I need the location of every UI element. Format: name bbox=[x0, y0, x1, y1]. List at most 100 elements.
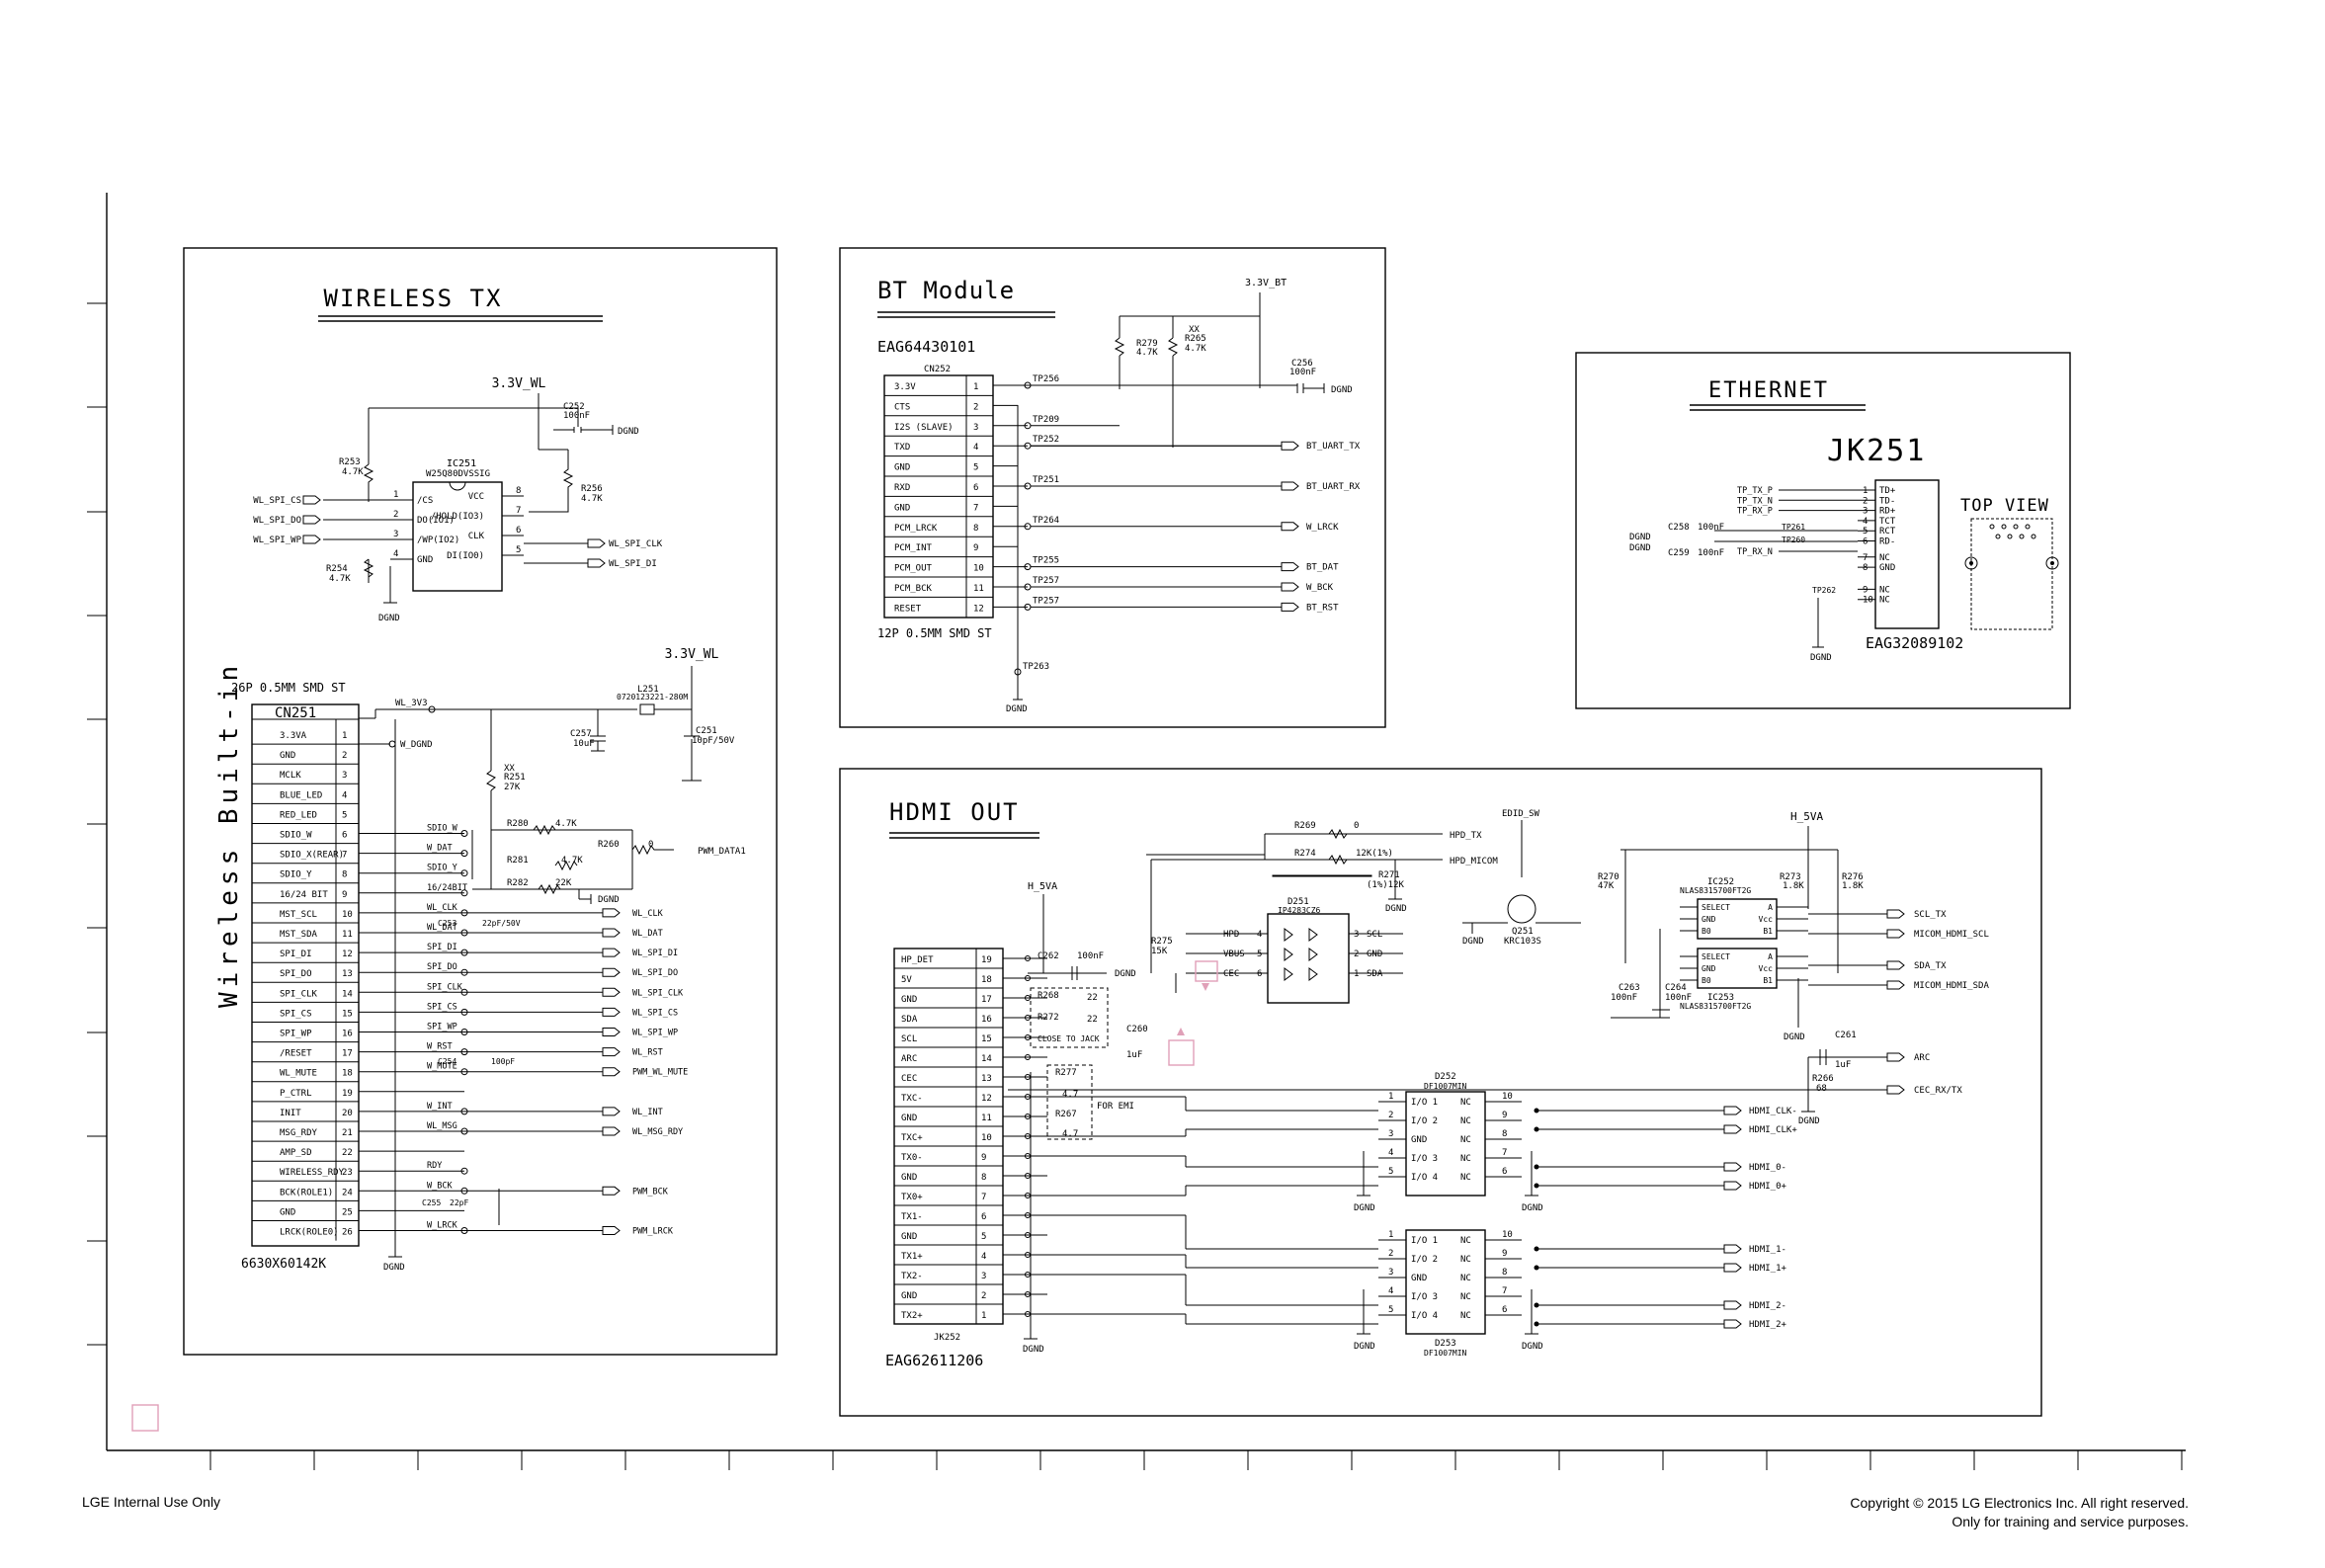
cn251-pin-name: WIRELESS_RDY bbox=[280, 1168, 345, 1178]
hdmi-pin-name: SCL bbox=[901, 1034, 917, 1044]
sheet-frame bbox=[87, 193, 2186, 1470]
cn251-pin-num: 1 bbox=[342, 731, 347, 741]
svg-text:DGND: DGND bbox=[618, 427, 639, 437]
svg-text:CN251: CN251 bbox=[275, 705, 316, 721]
eth-net-label: TP_RX_P bbox=[1737, 507, 1773, 517]
svg-text:DGND: DGND bbox=[1462, 937, 1484, 947]
d251-pin-name: SCL bbox=[1367, 930, 1382, 940]
cn251-out-label: WL_SPI_CLK bbox=[632, 988, 684, 998]
svg-text:26P 0.5MM SMD ST: 26P 0.5MM SMD ST bbox=[231, 681, 346, 695]
ic251-pin-name: CLK bbox=[468, 532, 485, 541]
hdmi-pin-num: 9 bbox=[981, 1153, 986, 1163]
esd-pin-nc: NC bbox=[1460, 1292, 1471, 1302]
hdmi-pin-name: TX0- bbox=[901, 1153, 923, 1163]
switch-pin-left: B0 bbox=[1702, 976, 1711, 985]
svg-text:22: 22 bbox=[1087, 1015, 1098, 1025]
svg-text:1.8K: 1.8K bbox=[1842, 881, 1864, 891]
bt-pin-name: GND bbox=[894, 503, 910, 513]
cn251-pin-name: GND bbox=[280, 751, 295, 761]
svg-text:C259: C259 bbox=[1668, 548, 1690, 558]
hdmi-pin-num: 12 bbox=[981, 1094, 992, 1104]
hdmi-tmds-out: HDMI_0- bbox=[1749, 1163, 1786, 1173]
d251-pin-name: CEC bbox=[1223, 969, 1239, 979]
cn251-net-label: W_RST bbox=[427, 1042, 453, 1052]
eth-pin-name: GND bbox=[1879, 563, 1895, 573]
svg-text:R254: R254 bbox=[326, 564, 348, 574]
cn251-pin-num: 11 bbox=[342, 930, 353, 940]
svg-text:HPD_MICOM: HPD_MICOM bbox=[1450, 857, 1498, 867]
cn251-pin-name: GND bbox=[280, 1207, 295, 1217]
svg-text:DF1007MIN: DF1007MIN bbox=[1424, 1082, 1467, 1091]
esd-pin-name: I/O 2 bbox=[1411, 1255, 1438, 1265]
svg-text:R270: R270 bbox=[1598, 872, 1619, 882]
bt-testpoint: TP256 bbox=[1033, 374, 1059, 384]
svg-text:R265: R265 bbox=[1185, 334, 1206, 344]
svg-text:TOP VIEW: TOP VIEW bbox=[1960, 496, 2049, 516]
esd-pin-num: 7 bbox=[1502, 1148, 1507, 1158]
bt-pin-name: PCM_INT bbox=[894, 543, 933, 553]
svg-text:PWM_DATA1: PWM_DATA1 bbox=[698, 847, 746, 857]
esd-pin-nc: NC bbox=[1460, 1311, 1471, 1321]
bt-module-section: BT Module EAG64430101 CN252 12P 0.5MM SM… bbox=[839, 247, 1386, 728]
esd-pin-name: I/O 4 bbox=[1411, 1173, 1438, 1183]
d251-pin-num: 3 bbox=[1354, 930, 1359, 940]
hdmi-pin-name: GND bbox=[901, 1173, 917, 1183]
svg-text:C260: C260 bbox=[1126, 1025, 1148, 1034]
svg-text:4.7K: 4.7K bbox=[1136, 348, 1158, 358]
switch-pin-right: Vcc bbox=[1759, 964, 1774, 973]
cn251-power-network: WL_3V3 L251 0720123221-280M C251 10pF/50… bbox=[359, 666, 746, 1273]
cn251-out-label: PWM_LRCK bbox=[632, 1227, 674, 1237]
svg-text:1.8K: 1.8K bbox=[1783, 881, 1804, 891]
esd-pin-num: 3 bbox=[1388, 1268, 1393, 1278]
svg-text:TP262: TP262 bbox=[1812, 586, 1836, 595]
bt-testpoint: TP251 bbox=[1033, 475, 1059, 485]
bt-pin-num: 5 bbox=[973, 463, 978, 473]
cn251-pin-name: SPI_DO bbox=[280, 969, 312, 979]
esd-pin-name: I/O 1 bbox=[1411, 1098, 1438, 1108]
svg-text:68: 68 bbox=[1816, 1084, 1827, 1094]
cn251-pin-num: 18 bbox=[342, 1069, 353, 1079]
footer-copyright-line2: Only for training and service purposes. bbox=[1951, 1514, 2189, 1529]
bt-out-label: BT_UART_RX bbox=[1306, 482, 1361, 492]
svg-text:R268: R268 bbox=[1038, 991, 1059, 1001]
cn251-pin-num: 10 bbox=[342, 910, 353, 920]
svg-text:10uF: 10uF bbox=[573, 739, 595, 749]
svg-text:4.7: 4.7 bbox=[1062, 1090, 1078, 1100]
ic251-pin-num: 4 bbox=[393, 549, 398, 559]
svg-text:100nF: 100nF bbox=[1698, 523, 1724, 533]
svg-text:EDID_SW: EDID_SW bbox=[1502, 809, 1540, 819]
hdmi-ctrl-out: SDA_TX bbox=[1914, 961, 1947, 971]
hdmi-tmds-out: HDMI_2+ bbox=[1749, 1320, 1787, 1330]
cn251-pin-num: 19 bbox=[342, 1089, 353, 1099]
cn251-net-label: SPI_DI bbox=[427, 943, 457, 952]
d251-pin-name: SDA bbox=[1367, 969, 1383, 979]
svg-text:CN252: CN252 bbox=[924, 365, 951, 374]
svg-text:JK252: JK252 bbox=[934, 1333, 960, 1343]
d251-pin-num: 1 bbox=[1354, 969, 1359, 979]
cn251-pin-num: 8 bbox=[342, 870, 347, 880]
ic251-pin-name: /CS bbox=[417, 496, 433, 506]
hdmi-pin-name: CEC bbox=[901, 1074, 917, 1084]
svg-text:R256: R256 bbox=[581, 484, 603, 494]
cn251-out-label: PWM_WL_MUTE bbox=[632, 1068, 688, 1078]
esd-pin-num: 1 bbox=[1388, 1092, 1393, 1102]
bt-pin-num: 2 bbox=[973, 402, 978, 412]
svg-text:C253: C253 bbox=[438, 919, 457, 928]
hdmi-pin-name: TX1+ bbox=[901, 1252, 923, 1262]
cn251-pin-name: WL_MUTE bbox=[280, 1069, 317, 1079]
switch-pin-right: B1 bbox=[1763, 927, 1773, 936]
svg-text:R274: R274 bbox=[1294, 849, 1316, 859]
cn251-pin-name: MSG_RDY bbox=[280, 1128, 318, 1138]
svg-text:R253: R253 bbox=[339, 457, 361, 467]
bt-pin-name: TXD bbox=[894, 443, 910, 453]
hdmi-tmds-out: HDMI_CLK+ bbox=[1749, 1125, 1797, 1135]
svg-text:15K: 15K bbox=[1151, 947, 1168, 956]
esd-pin-num: 2 bbox=[1388, 1249, 1393, 1259]
cn251-pin-name: SDIO_Y bbox=[280, 870, 312, 880]
cn251-pin-name: MST_SDA bbox=[280, 930, 318, 940]
switch-pin-right: B1 bbox=[1763, 976, 1773, 985]
svg-text:DGND: DGND bbox=[1784, 1032, 1805, 1042]
bt-pin-num: 6 bbox=[973, 483, 978, 493]
svg-text:4.7: 4.7 bbox=[1062, 1129, 1078, 1139]
